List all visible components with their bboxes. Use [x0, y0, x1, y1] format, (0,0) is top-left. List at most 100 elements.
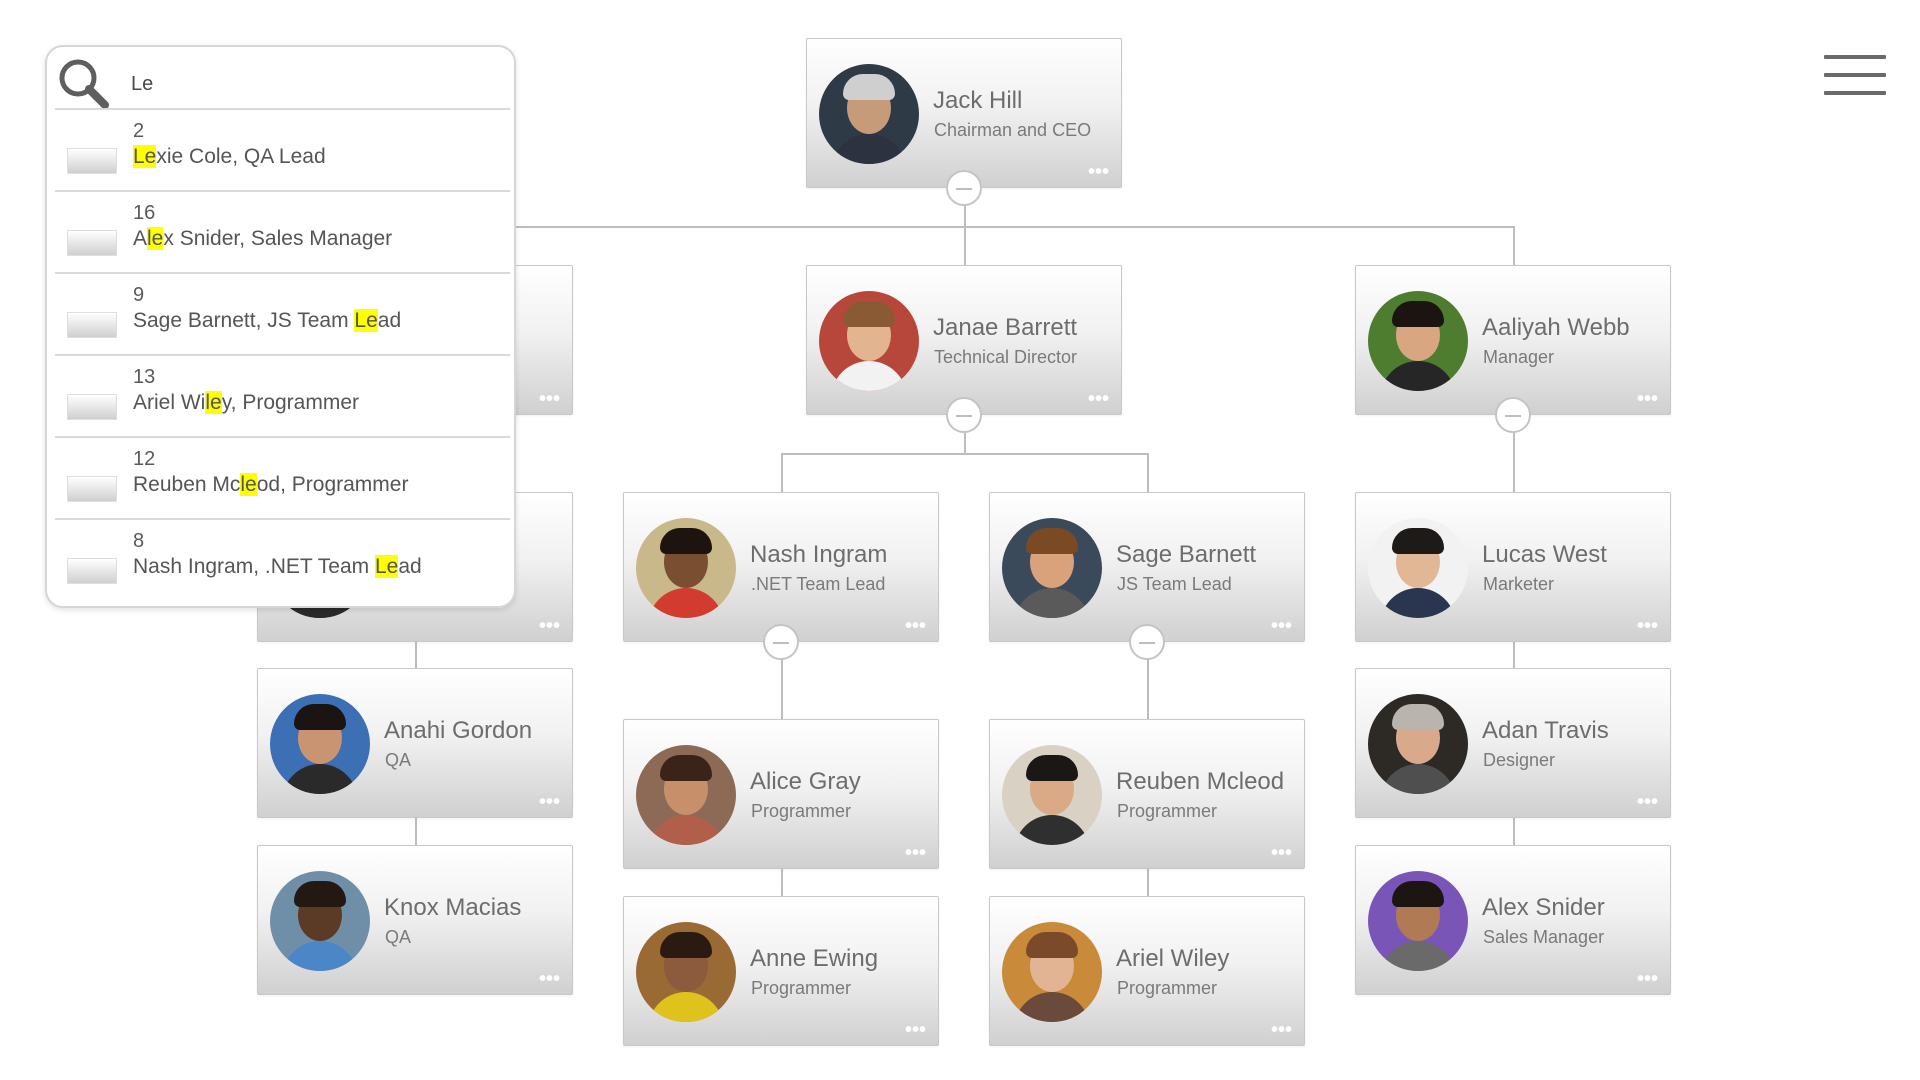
avatar: [270, 871, 370, 971]
connector-line: [1513, 818, 1515, 846]
employee-title: Programmer: [751, 978, 852, 998]
result-text-after: od, Programmer: [256, 473, 409, 496]
collapse-toggle[interactable]: [946, 170, 982, 206]
avatar: [636, 922, 736, 1022]
more-options-icon[interactable]: •••: [1270, 1019, 1292, 1041]
avatar: [1368, 291, 1468, 391]
result-label: Reuben Mcleod, Programmer: [133, 473, 408, 497]
employee-title: Programmer: [1117, 978, 1218, 998]
employee-title: Chairman and CEO: [934, 120, 1092, 140]
avatar: [270, 694, 370, 794]
result-match-highlight: le: [147, 227, 164, 250]
connector-line: [1147, 869, 1149, 897]
employee-name: Nash Ingram: [750, 541, 888, 568]
more-options-icon[interactable]: •••: [1636, 615, 1658, 637]
connector-line: [415, 818, 417, 846]
employee-title: JS Team Lead: [1117, 574, 1232, 594]
result-text-before: Ariel Wi: [133, 391, 206, 414]
collapse-toggle[interactable]: [1129, 624, 1165, 660]
more-options-icon[interactable]: •••: [1087, 161, 1109, 183]
avatar: [636, 518, 736, 618]
more-options-icon[interactable]: •••: [1636, 388, 1658, 410]
more-options-icon[interactable]: •••: [904, 615, 926, 637]
employee-name: Anahi Gordon: [384, 717, 533, 744]
more-options-icon[interactable]: •••: [538, 791, 560, 813]
avatar: [1002, 745, 1102, 845]
more-options-icon[interactable]: •••: [1270, 842, 1292, 864]
employee-name: Jack Hill: [933, 87, 1023, 114]
avatar: [1368, 518, 1468, 618]
result-id: 2: [133, 120, 145, 142]
more-options-icon[interactable]: •••: [1636, 791, 1658, 813]
more-options-icon[interactable]: •••: [904, 1019, 926, 1041]
org-card-nash-ingram[interactable]: Nash Ingram.NET Team Lead•••: [623, 492, 939, 642]
result-label: Alex Snider, Sales Manager: [133, 227, 392, 251]
more-options-icon[interactable]: •••: [538, 388, 560, 410]
collapse-toggle[interactable]: [763, 624, 799, 660]
connector-line: [1513, 415, 1515, 493]
connector-line: [1147, 453, 1149, 493]
result-match-highlight: Le: [374, 555, 399, 578]
search-input[interactable]: [129, 65, 493, 103]
more-options-icon[interactable]: •••: [538, 615, 560, 637]
result-text-before: Sage Barnett, JS Team: [133, 309, 355, 332]
result-thumbnail: [67, 476, 117, 502]
result-id: 12: [133, 448, 156, 470]
employee-title: Marketer: [1483, 574, 1555, 594]
result-thumbnail: [67, 230, 117, 256]
result-text-after: ad: [398, 555, 422, 578]
hamburger-menu-button[interactable]: [1824, 55, 1886, 99]
employee-name: Knox Macias: [384, 894, 522, 921]
employee-name: Alex Snider: [1482, 894, 1605, 921]
avatar: [1002, 922, 1102, 1022]
more-options-icon[interactable]: •••: [904, 842, 926, 864]
result-label: Sage Barnett, JS Team Lead: [133, 309, 401, 333]
employee-name: Anne Ewing: [750, 945, 879, 972]
connector-line: [1513, 226, 1515, 266]
more-options-icon[interactable]: •••: [1087, 388, 1109, 410]
search-icon[interactable]: [55, 55, 111, 111]
result-label: Ariel Wiley, Programmer: [133, 391, 359, 415]
result-id: 9: [133, 284, 145, 306]
menu-bar-icon: [1824, 55, 1886, 59]
more-options-icon[interactable]: •••: [1270, 615, 1292, 637]
connector-line: [964, 415, 966, 453]
result-text-after: ad: [377, 309, 402, 332]
employee-name: Aaliyah Webb: [1482, 314, 1630, 341]
employee-name: Reuben Mcleod: [1116, 768, 1285, 795]
more-options-icon[interactable]: •••: [1636, 968, 1658, 990]
avatar: [1368, 871, 1468, 971]
result-text-before: A: [133, 227, 148, 250]
collapse-toggle[interactable]: [1495, 397, 1531, 433]
result-text-before: Nash Ingram, .NET Team: [133, 555, 375, 578]
result-text-after: x Snider, Sales Manager: [163, 227, 393, 250]
more-options-icon[interactable]: •••: [538, 968, 560, 990]
result-text-before: Reuben Mc: [133, 473, 241, 496]
employee-name: Janae Barrett: [933, 314, 1078, 341]
collapse-toggle[interactable]: [946, 397, 982, 433]
menu-bar-icon: [1824, 73, 1886, 77]
menu-bar-icon: [1824, 91, 1886, 95]
result-match-highlight: Le: [354, 309, 378, 332]
result-text-after: xie Cole, QA Lead: [156, 145, 326, 168]
